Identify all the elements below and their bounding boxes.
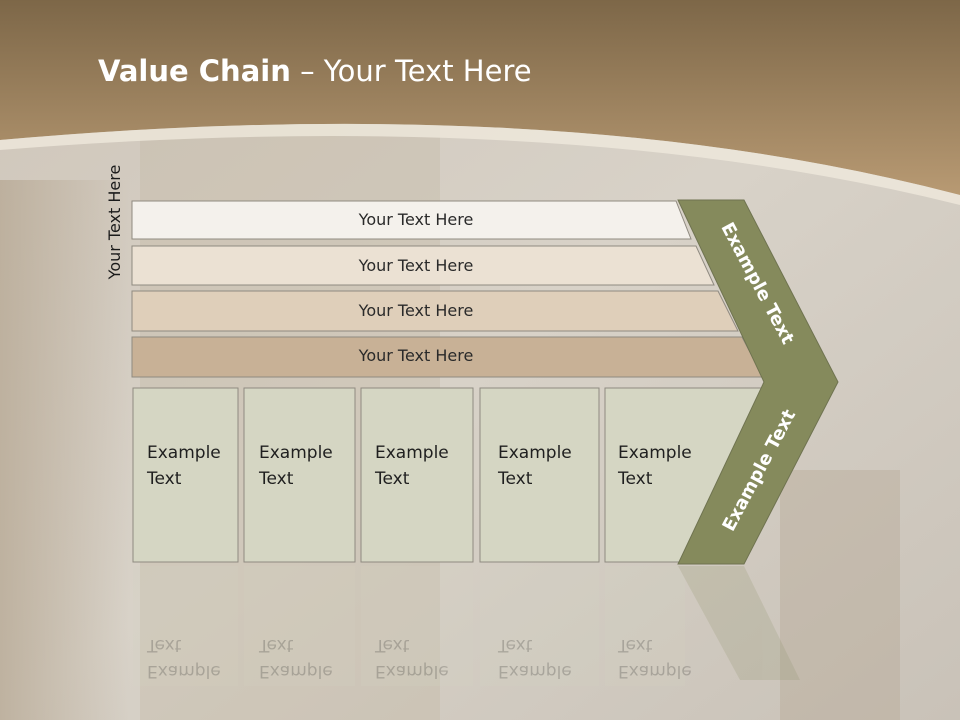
box-1-reflection-line2: Text xyxy=(147,635,182,655)
page-title-bold: Value Chain xyxy=(98,54,291,88)
header-band xyxy=(0,0,960,195)
box-2-reflection-line1: Example xyxy=(259,661,333,681)
box-5-reflection: Example Text xyxy=(618,632,718,684)
box-1-reflection: Example Text xyxy=(147,632,247,684)
box-2-line2: Text xyxy=(259,469,294,489)
box-5-reflection-line1: Example xyxy=(618,661,692,681)
box-3-line1: Example xyxy=(375,443,449,463)
bar-3-label: Your Text Here xyxy=(358,301,474,320)
box-5-reflection-line2: Text xyxy=(618,635,653,655)
page-title: Value Chain – Your Text Here xyxy=(98,54,532,88)
bar-4-label: Your Text Here xyxy=(358,346,474,365)
box-3-reflection: Example Text xyxy=(375,632,475,684)
box-4-reflection-line1: Example xyxy=(498,661,572,681)
box-2-reflection-line2: Text xyxy=(259,635,294,655)
box-3-reflection-line1: Example xyxy=(375,661,449,681)
box-3-label: Example Text xyxy=(375,440,475,492)
box-5-line1: Example xyxy=(618,443,692,463)
box-1-reflection-line1: Example xyxy=(147,661,221,681)
box-3-reflection-line2: Text xyxy=(375,635,410,655)
side-label: Your Text Here xyxy=(105,164,124,280)
box-4-line1: Example xyxy=(498,443,572,463)
box-5-label: Example Text xyxy=(618,440,718,492)
box-1-line1: Example xyxy=(147,443,221,463)
bar-2-label: Your Text Here xyxy=(358,256,474,275)
box-2-reflection: Example Text xyxy=(259,632,359,684)
box-5-line2: Text xyxy=(618,469,653,489)
box-2-label: Example Text xyxy=(259,440,359,492)
box-2-line1: Example xyxy=(259,443,333,463)
page-title-rest: – Your Text Here xyxy=(290,54,532,88)
box-4-line2: Text xyxy=(498,469,533,489)
box-1-line2: Text xyxy=(147,469,182,489)
bar-1-label: Your Text Here xyxy=(358,210,474,229)
box-4-reflection-line2: Text xyxy=(498,635,533,655)
box-4-label: Example Text xyxy=(498,440,598,492)
box-1-label: Example Text xyxy=(147,440,247,492)
box-4-reflection: Example Text xyxy=(498,632,598,684)
box-3-line2: Text xyxy=(375,469,410,489)
